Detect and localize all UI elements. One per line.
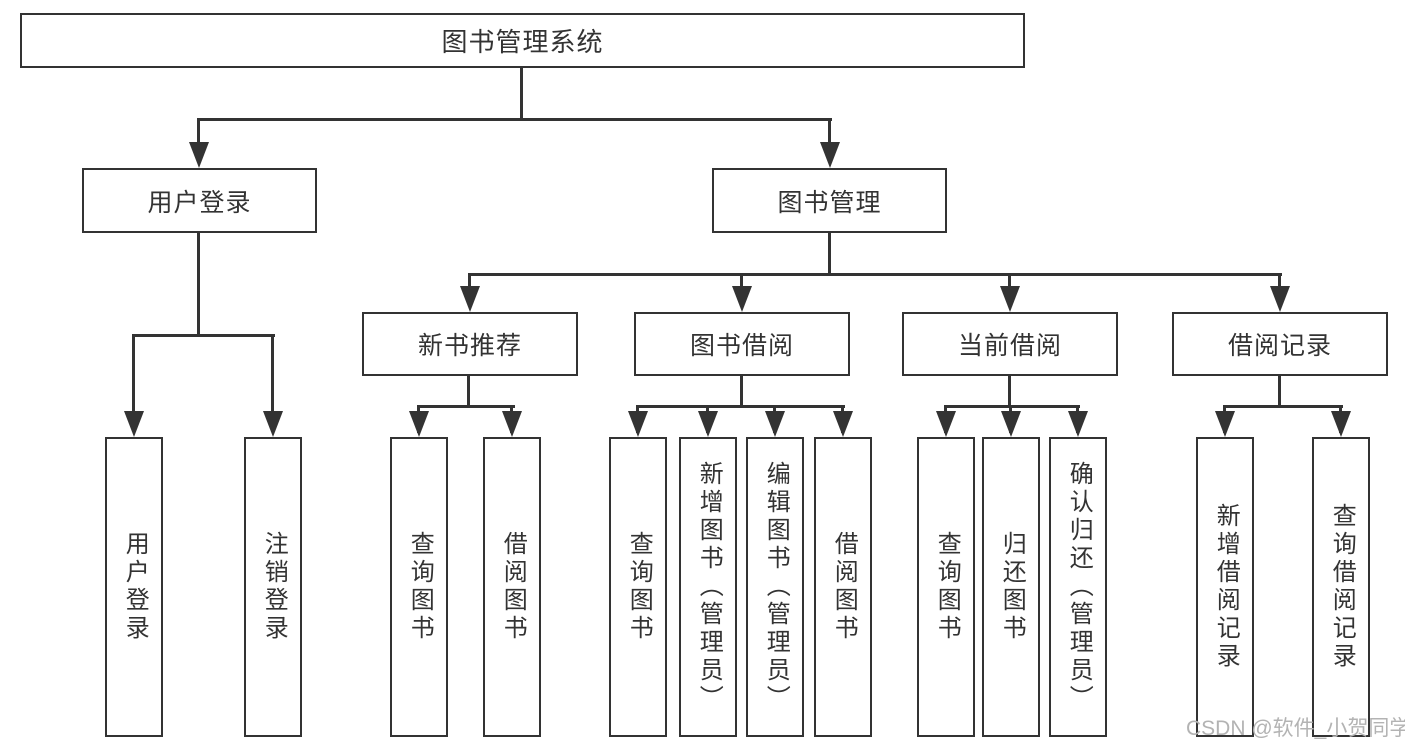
leaf-user-login: 用户登录	[105, 437, 163, 737]
connector-line	[417, 405, 515, 408]
connector-line	[197, 118, 832, 121]
arrowhead-down	[1000, 286, 1020, 312]
connector-line	[828, 118, 831, 148]
node-label: 查询图书	[625, 531, 653, 643]
connector-line	[467, 376, 470, 408]
leaf-query-books: 查询图书	[390, 437, 448, 737]
leaf-return-books: 归还图书	[982, 437, 1040, 737]
node-library-management-system: 图书管理系统	[20, 13, 1025, 68]
node-label: 归还图书	[998, 531, 1026, 643]
leaf-borrow-books: 借阅图书	[814, 437, 872, 737]
leaf-edit-books-admin: 编辑图书（管理员）	[746, 437, 804, 737]
arrowhead-down	[189, 142, 209, 168]
arrowhead-down	[1001, 411, 1021, 437]
node-label: 查询图书	[406, 531, 434, 643]
arrowhead-down	[936, 411, 956, 437]
connector-line	[132, 334, 275, 337]
arrowhead-down	[409, 411, 429, 437]
node-label: 图书管理	[777, 188, 882, 217]
node-label: 确认归还（管理员）	[1065, 461, 1093, 713]
node-label: 编辑图书（管理员）	[762, 461, 790, 713]
watermark: CSDN @软件_小贺同学	[1186, 717, 1405, 740]
node-label: 借阅图书	[830, 531, 858, 643]
connector-line	[132, 334, 135, 414]
arrowhead-down	[1331, 411, 1351, 437]
connector-line	[468, 273, 471, 291]
node-label: 新增图书（管理员）	[695, 461, 723, 713]
node-label: 用户登录	[147, 188, 252, 217]
node-label: 查询图书	[933, 531, 961, 643]
connector-line	[271, 334, 274, 414]
connector-line	[1223, 405, 1343, 408]
arrowhead-down	[502, 411, 522, 437]
leaf-logout: 注销登录	[244, 437, 302, 737]
node-current-borrowing: 当前借阅	[902, 312, 1118, 376]
arrowhead-down	[124, 411, 144, 437]
arrowhead-down	[698, 411, 718, 437]
connector-line	[1008, 376, 1011, 408]
node-label: 新增借阅记录	[1212, 503, 1240, 671]
node-borrowing-records: 借阅记录	[1172, 312, 1388, 376]
node-label: 图书管理系统	[441, 27, 604, 57]
arrowhead-down	[628, 411, 648, 437]
arrowhead-down	[460, 286, 480, 312]
node-label: 用户登录	[121, 531, 149, 643]
connector-line	[828, 233, 831, 276]
arrowhead-down	[1270, 286, 1290, 312]
leaf-add-borrow-record: 新增借阅记录	[1196, 437, 1254, 737]
leaf-borrow-books: 借阅图书	[483, 437, 541, 737]
arrowhead-down	[1068, 411, 1088, 437]
node-new-book-recommendation: 新书推荐	[362, 312, 578, 376]
connector-line	[1278, 376, 1281, 408]
connector-line	[740, 273, 743, 291]
leaf-query-books: 查询图书	[609, 437, 667, 737]
connector-line	[740, 376, 743, 408]
node-label: 图书借阅	[689, 332, 794, 360]
node-label: 查询借阅记录	[1328, 503, 1356, 671]
arrowhead-down	[263, 411, 283, 437]
connector-line	[636, 405, 845, 408]
leaf-confirm-return-admin: 确认归还（管理员）	[1049, 437, 1107, 737]
node-book-management: 图书管理	[712, 168, 947, 233]
leaf-add-books-admin: 新增图书（管理员）	[679, 437, 737, 737]
arrowhead-down	[833, 411, 853, 437]
connector-line	[1008, 273, 1011, 291]
connector-line	[468, 273, 1282, 276]
node-label: 借阅记录	[1227, 332, 1332, 360]
arrowhead-down	[732, 286, 752, 312]
connector-line	[944, 405, 1080, 408]
node-user-login: 用户登录	[82, 168, 317, 233]
connector-line	[1278, 273, 1281, 291]
connector-line	[520, 67, 523, 119]
node-label: 新书推荐	[417, 332, 522, 360]
leaf-query-borrow-record: 查询借阅记录	[1312, 437, 1370, 737]
node-label: 借阅图书	[499, 531, 527, 643]
leaf-query-books: 查询图书	[917, 437, 975, 737]
node-label: 当前借阅	[957, 332, 1062, 360]
arrowhead-down	[765, 411, 785, 437]
node-label: 注销登录	[260, 531, 288, 643]
arrowhead-down	[820, 142, 840, 168]
arrowhead-down	[1215, 411, 1235, 437]
connector-line	[197, 233, 200, 337]
connector-line	[197, 118, 200, 148]
node-book-borrowing: 图书借阅	[634, 312, 850, 376]
